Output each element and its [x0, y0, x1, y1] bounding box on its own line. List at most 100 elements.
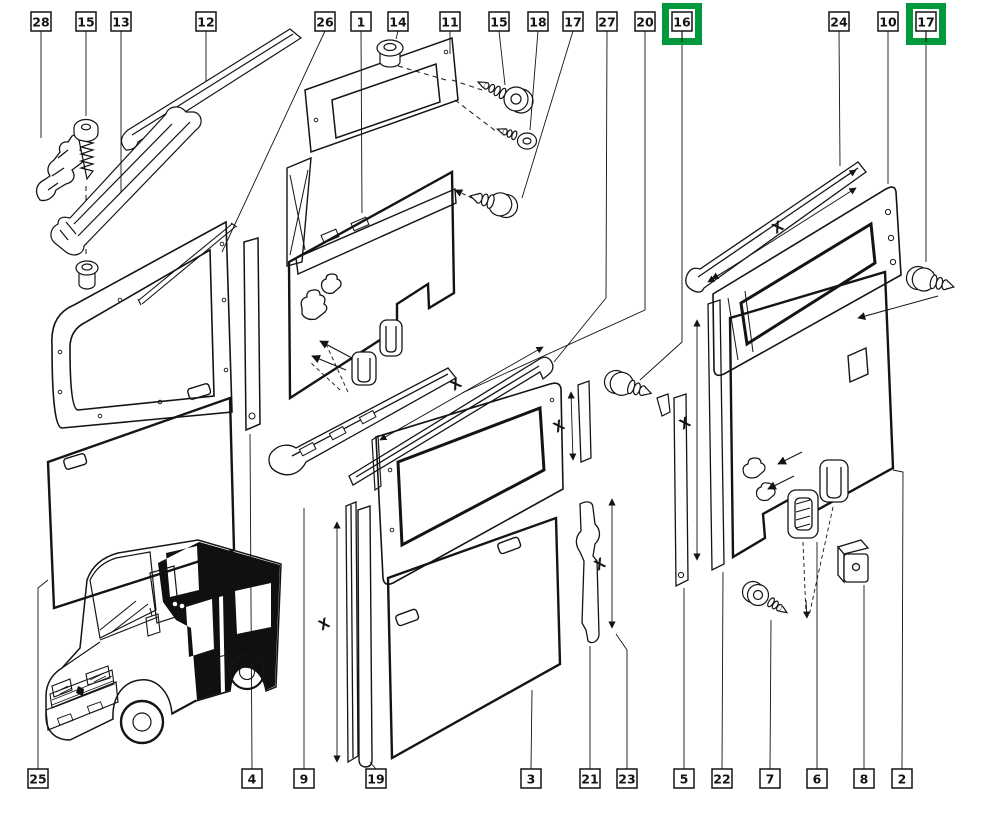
push-rivet-17-center [469, 192, 519, 219]
van-front-wheel [119, 699, 165, 745]
trim-clip-center-b [379, 319, 403, 357]
leader-line-3 [530, 689, 533, 770]
callout-27[interactable]: 27 [596, 11, 618, 32]
leader-line-7 [769, 619, 772, 770]
callout-12[interactable]: 12 [195, 11, 217, 32]
callout-22[interactable]: 22 [711, 768, 733, 789]
leader-line-24 [838, 30, 841, 167]
callout-number: 16 [673, 15, 691, 30]
screw-7-arrow [803, 599, 811, 619]
leader-line-27 [553, 30, 608, 363]
leader-line-17 [521, 30, 574, 199]
leader-line-23 [615, 633, 628, 769]
callout-16-highlighted[interactable]: 16 [662, 3, 702, 45]
callout-14[interactable]: 14 [387, 11, 409, 32]
callout-4[interactable]: 4 [241, 768, 263, 789]
callout-number: 10 [879, 15, 897, 30]
van-mirror [145, 607, 161, 637]
leader-line-2 [892, 469, 904, 770]
van-headlights [51, 665, 111, 698]
retainer-strip-5 [673, 393, 689, 588]
van-bumper [45, 681, 119, 731]
callout-25[interactable]: 25 [27, 768, 49, 789]
clip-direction-arrow-b [311, 354, 347, 371]
van-door-window [149, 565, 180, 624]
callout-24[interactable]: 24 [828, 11, 850, 32]
callout-number: 28 [32, 15, 49, 30]
push-rivet-17-right [905, 265, 956, 292]
rivet-insert-arrow [454, 189, 473, 199]
callout-number: 15 [77, 15, 94, 30]
callout-18[interactable]: 18 [527, 11, 549, 32]
callout-6[interactable]: 6 [806, 768, 828, 789]
callout-3[interactable]: 3 [520, 768, 542, 789]
callout-13[interactable]: 13 [110, 11, 132, 32]
trim-clip-right-lower-6 [787, 489, 819, 539]
callout-8[interactable]: 8 [853, 768, 875, 789]
callout-9[interactable]: 9 [293, 768, 315, 789]
push-rivet-16-highlighted-part [603, 369, 671, 417]
square-nut-clip-8 [836, 539, 870, 584]
clip-guide-dashed-lines [309, 343, 349, 393]
callout-number: 7 [766, 772, 775, 787]
callout-7[interactable]: 7 [759, 768, 781, 789]
callout-15[interactable]: 15 [75, 11, 97, 32]
van-wipers [99, 600, 149, 633]
callout-number: 11 [441, 15, 458, 30]
callout-number: 15 [490, 15, 507, 30]
clip-direction-arrow-a [319, 340, 353, 359]
upper-window-surround-frame-1 [286, 36, 459, 276]
callout-26[interactable]: 26 [314, 11, 336, 32]
clip-direction-arrow-right-a [777, 451, 803, 465]
callout-10[interactable]: 10 [877, 11, 899, 32]
clip-direction-arrow-right-b [767, 475, 795, 490]
callout-21[interactable]: 21 [579, 768, 601, 789]
callout-17[interactable]: 17 [562, 11, 584, 32]
callout-number: 19 [367, 772, 384, 787]
screw-15-center [476, 81, 534, 114]
edge-trim-strip-19 [357, 505, 373, 768]
rivet-17-insert-arrow [857, 295, 939, 320]
callout-number: 18 [529, 15, 546, 30]
van-grille [49, 669, 115, 709]
callout-number: 23 [618, 772, 635, 787]
leader-line-18 [529, 30, 539, 131]
callout-15[interactable]: 15 [488, 11, 510, 32]
callout-28[interactable]: 28 [30, 11, 52, 32]
leader-line-25 [37, 579, 49, 769]
callout-number: 12 [197, 15, 214, 30]
callout-number: 25 [29, 772, 46, 787]
callout-11[interactable]: 11 [439, 11, 461, 32]
callout-number: 24 [830, 15, 848, 30]
short-trim-strip-upper-21 [577, 380, 592, 463]
callout-23[interactable]: 23 [616, 768, 638, 789]
pillar-trim-strip-22 [707, 299, 725, 572]
callout-2[interactable]: 2 [891, 768, 913, 789]
leader-line-16 [639, 44, 683, 381]
leader-line-20 [461, 31, 646, 394]
callout-1[interactable]: 1 [350, 11, 372, 32]
callout-17-highlighted[interactable]: 17 [906, 3, 946, 45]
leader-line-15 [498, 30, 506, 86]
callout-number: 3 [527, 772, 536, 787]
callout-number: 21 [581, 772, 598, 787]
callout-number: 13 [112, 15, 129, 30]
callout-20[interactable]: 20 [634, 11, 656, 32]
leader-line-4 [249, 433, 253, 770]
leader-line-1 [360, 30, 363, 214]
lower-trim-panel-3 [386, 516, 562, 761]
callout-19[interactable]: 19 [365, 768, 387, 789]
callout-5[interactable]: 5 [673, 768, 695, 789]
screw-15-left [73, 118, 99, 181]
van-illustration [45, 539, 282, 745]
callout-number: 26 [316, 15, 334, 30]
callout-number: 20 [636, 15, 654, 30]
van-black-side-panels [158, 542, 280, 700]
center-trim-panel-27 [287, 169, 456, 401]
van-windshield [89, 551, 157, 639]
leader-line-22 [721, 571, 724, 770]
leader-line-26 [221, 30, 326, 253]
